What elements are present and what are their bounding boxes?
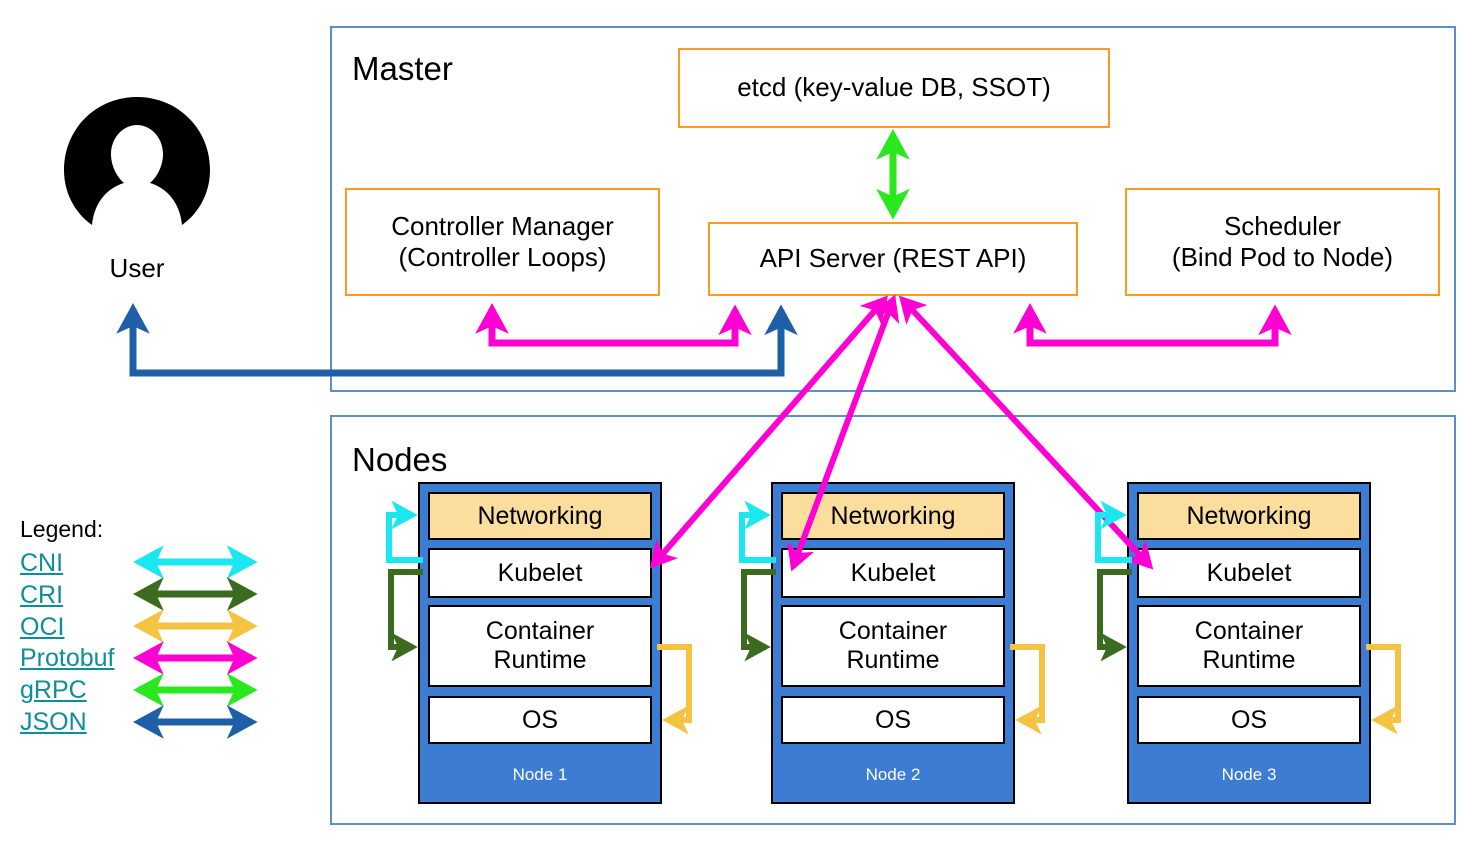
node-2-container-runtime-layer[interactable]: Container Runtime xyxy=(781,605,1005,687)
node-2-os-layer[interactable]: OS xyxy=(781,696,1005,744)
api-server-box[interactable]: API Server (REST API) xyxy=(708,222,1078,296)
legend-item-oci[interactable]: OCI xyxy=(20,613,65,641)
node-2-networking-layer[interactable]: Networking xyxy=(781,492,1005,540)
scheduler-label-line1: Scheduler xyxy=(1223,210,1342,241)
node-2-os-label: OS xyxy=(874,705,912,734)
node-3-box[interactable]: Networking Kubelet Container Runtime OS … xyxy=(1127,482,1371,804)
master-group-title: Master xyxy=(352,50,453,87)
node-2-container-runtime-label-line1: Container xyxy=(838,617,948,646)
controller-manager-box[interactable]: Controller Manager (Controller Loops) xyxy=(345,188,660,296)
node-1-container-runtime-layer[interactable]: Container Runtime xyxy=(428,605,652,687)
node-2-container-runtime-label-line2: Runtime xyxy=(846,646,940,674)
controller-manager-label-line1: Controller Manager xyxy=(391,210,614,241)
node-1-os-label: OS xyxy=(521,705,559,734)
legend-item-protobuf[interactable]: Protobuf xyxy=(20,644,115,672)
scheduler-box[interactable]: Scheduler (Bind Pod to Node) xyxy=(1125,188,1440,296)
etcd-label: etcd (key-value DB, SSOT) xyxy=(737,72,1051,103)
node-1-networking-layer[interactable]: Networking xyxy=(428,492,652,540)
node-2-kubelet-label: Kubelet xyxy=(850,558,936,587)
node-1-networking-label: Networking xyxy=(477,501,603,530)
scheduler-label-line2: (Bind Pod to Node) xyxy=(1171,242,1394,272)
node-1-container-runtime-label-line1: Container xyxy=(485,617,595,646)
node-3-container-runtime-label-line1: Container xyxy=(1194,617,1304,646)
node-2-networking-label: Networking xyxy=(830,501,956,530)
user-label: User xyxy=(109,253,165,283)
controller-manager-label-line2: (Controller Loops) xyxy=(398,242,607,272)
api-server-label: API Server (REST API) xyxy=(759,243,1027,274)
legend-title: Legend: xyxy=(20,516,104,542)
etcd-box[interactable]: etcd (key-value DB, SSOT) xyxy=(678,48,1110,128)
node-3-networking-layer[interactable]: Networking xyxy=(1137,492,1361,540)
node-3-container-runtime-label-line2: Runtime xyxy=(1202,646,1296,674)
node-1-kubelet-label: Kubelet xyxy=(497,558,583,587)
node-3-label: Node 3 xyxy=(1221,765,1277,784)
node-3-os-layer[interactable]: OS xyxy=(1137,696,1361,744)
legend-item-cni[interactable]: CNI xyxy=(20,549,64,577)
nodes-group-title: Nodes xyxy=(352,441,448,478)
node-2-box[interactable]: Networking Kubelet Container Runtime OS … xyxy=(771,482,1015,804)
node-1-label: Node 1 xyxy=(512,765,568,784)
user-avatar-icon xyxy=(62,95,212,230)
node-1-kubelet-layer[interactable]: Kubelet xyxy=(428,548,652,598)
node-3-kubelet-layer[interactable]: Kubelet xyxy=(1137,548,1361,598)
legend-item-json[interactable]: JSON xyxy=(20,708,87,736)
node-1-os-layer[interactable]: OS xyxy=(428,696,652,744)
node-3-networking-label: Networking xyxy=(1186,501,1312,530)
node-1-container-runtime-label-line2: Runtime xyxy=(493,646,587,674)
node-3-os-label: OS xyxy=(1230,705,1268,734)
node-3-container-runtime-layer[interactable]: Container Runtime xyxy=(1137,605,1361,687)
node-2-kubelet-layer[interactable]: Kubelet xyxy=(781,548,1005,598)
node-3-kubelet-label: Kubelet xyxy=(1206,558,1292,587)
node-1-box[interactable]: Networking Kubelet Container Runtime OS … xyxy=(418,482,662,804)
legend-item-grpc[interactable]: gRPC xyxy=(20,676,87,704)
legend-item-cri[interactable]: CRI xyxy=(20,581,64,609)
node-2-label: Node 2 xyxy=(865,765,921,784)
